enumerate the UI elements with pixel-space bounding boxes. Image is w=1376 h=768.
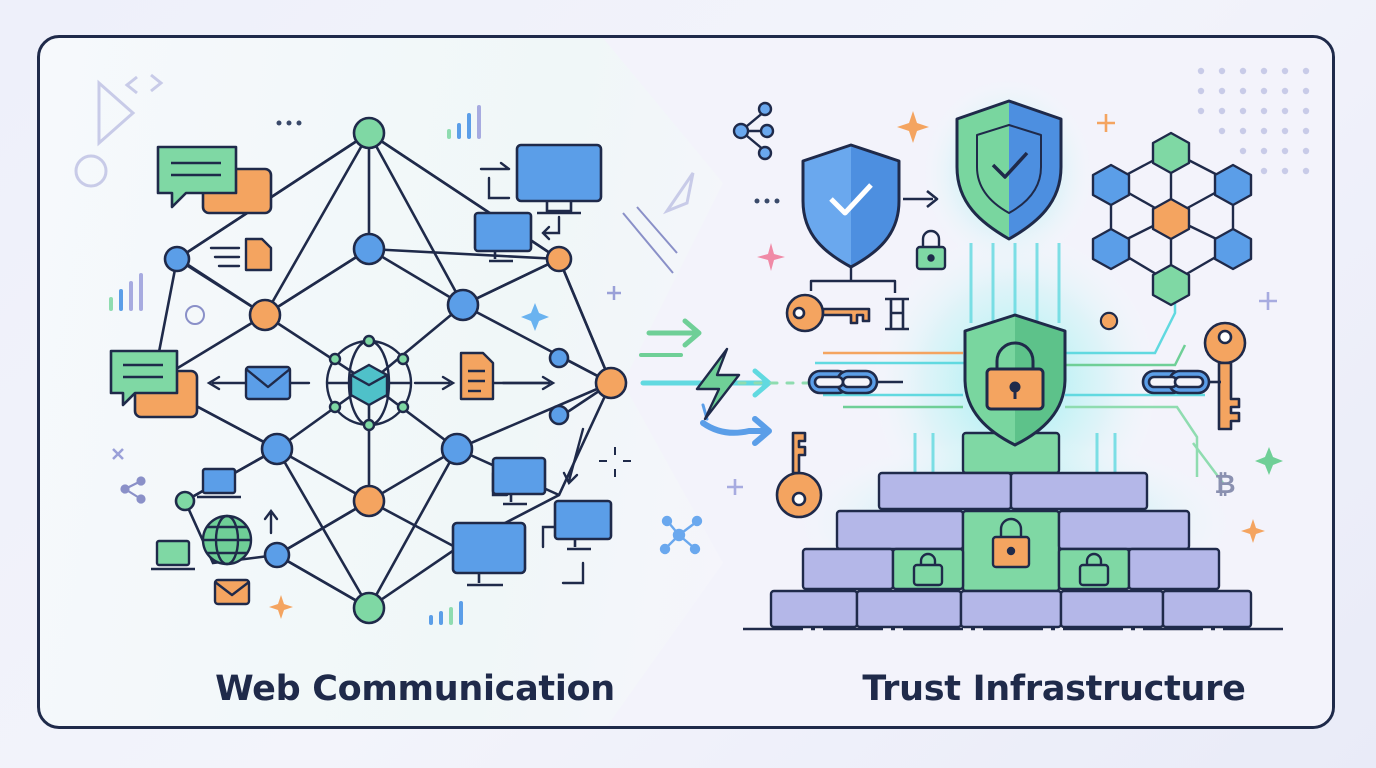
grid-dot bbox=[1218, 67, 1226, 75]
grid-dot bbox=[1197, 67, 1205, 75]
monitor-icon bbox=[451, 143, 613, 587]
corner-decor bbox=[74, 73, 164, 188]
decor-triangle bbox=[662, 172, 695, 215]
gate-icon bbox=[885, 297, 909, 331]
bar-chart-icon bbox=[109, 105, 481, 625]
grid-dot bbox=[1218, 127, 1226, 135]
crosshair bbox=[599, 447, 631, 477]
grid-dot bbox=[1239, 107, 1247, 115]
grid-dot bbox=[1197, 107, 1205, 115]
share-icon bbox=[732, 101, 775, 161]
grid-dot bbox=[1239, 67, 1247, 75]
cube-icon bbox=[325, 334, 413, 432]
mail-icon bbox=[213, 365, 292, 606]
grid-dot bbox=[1302, 67, 1310, 75]
shield-lock-icon bbox=[963, 313, 1067, 447]
key-icon bbox=[775, 293, 1247, 519]
grid-dot bbox=[1302, 147, 1310, 155]
grid-dot bbox=[1239, 87, 1247, 95]
grid-dot bbox=[1260, 107, 1268, 115]
grid-dot bbox=[1281, 87, 1289, 95]
grid-dot bbox=[1260, 67, 1268, 75]
grid-dot bbox=[1239, 127, 1247, 135]
molecule-icon bbox=[659, 515, 703, 555]
bitcoin-icon: ₿ bbox=[1214, 470, 1235, 500]
dot-grid bbox=[1197, 67, 1310, 175]
grid-dot bbox=[1302, 127, 1310, 135]
decor-ring bbox=[1099, 311, 1119, 331]
grid-dot bbox=[1281, 167, 1289, 175]
globe-icon bbox=[201, 514, 253, 566]
circuit-lines bbox=[622, 206, 678, 274]
shield-check-icon bbox=[955, 99, 1063, 241]
grid-dot bbox=[1302, 107, 1310, 115]
chain-link-icon bbox=[807, 369, 1221, 395]
grid-dot bbox=[1260, 167, 1268, 175]
padlock-icon bbox=[912, 517, 1110, 587]
decor-dot bbox=[1102, 314, 1116, 328]
grid-dot bbox=[1302, 167, 1310, 175]
light-beams bbox=[913, 243, 1117, 473]
grid-dot bbox=[1281, 107, 1289, 115]
sparkle-icon bbox=[727, 111, 1283, 543]
share-icon bbox=[120, 476, 146, 504]
grid-dot bbox=[1218, 107, 1226, 115]
grid-dot bbox=[1260, 87, 1268, 95]
caption-trust-infrastructure: Trust Infrastructure bbox=[862, 669, 1246, 709]
diagram-card: ₿ Web Communication Trust Infrastructure bbox=[37, 35, 1335, 729]
grid-dot bbox=[1218, 87, 1226, 95]
lightning-icon bbox=[695, 347, 741, 421]
grid-dot bbox=[1281, 147, 1289, 155]
diagram-art: ₿ bbox=[74, 38, 1332, 726]
grid-dot bbox=[1260, 147, 1268, 155]
sparkle-icon bbox=[112, 286, 621, 619]
grid-dot bbox=[1197, 87, 1205, 95]
dots bbox=[754, 198, 780, 204]
grid-dot bbox=[1239, 147, 1247, 155]
padlock-icon bbox=[915, 229, 947, 271]
shield-check-icon bbox=[801, 143, 939, 293]
document-icon bbox=[244, 237, 495, 401]
dots bbox=[276, 120, 302, 126]
grid-dot bbox=[1302, 87, 1310, 95]
grid-dot bbox=[1260, 127, 1268, 135]
grid-dot bbox=[1281, 127, 1289, 135]
chat-bubble-icon bbox=[109, 145, 273, 419]
grid-dot bbox=[1281, 67, 1289, 75]
laptop-icon bbox=[151, 467, 241, 571]
network-nodes bbox=[163, 116, 628, 625]
speed-lines bbox=[209, 246, 241, 268]
decor-ring bbox=[185, 305, 205, 325]
brick-pyramid bbox=[769, 431, 1253, 629]
caption-web-communication: Web Communication bbox=[215, 669, 615, 709]
blockchain-cube-icon bbox=[1091, 131, 1253, 307]
